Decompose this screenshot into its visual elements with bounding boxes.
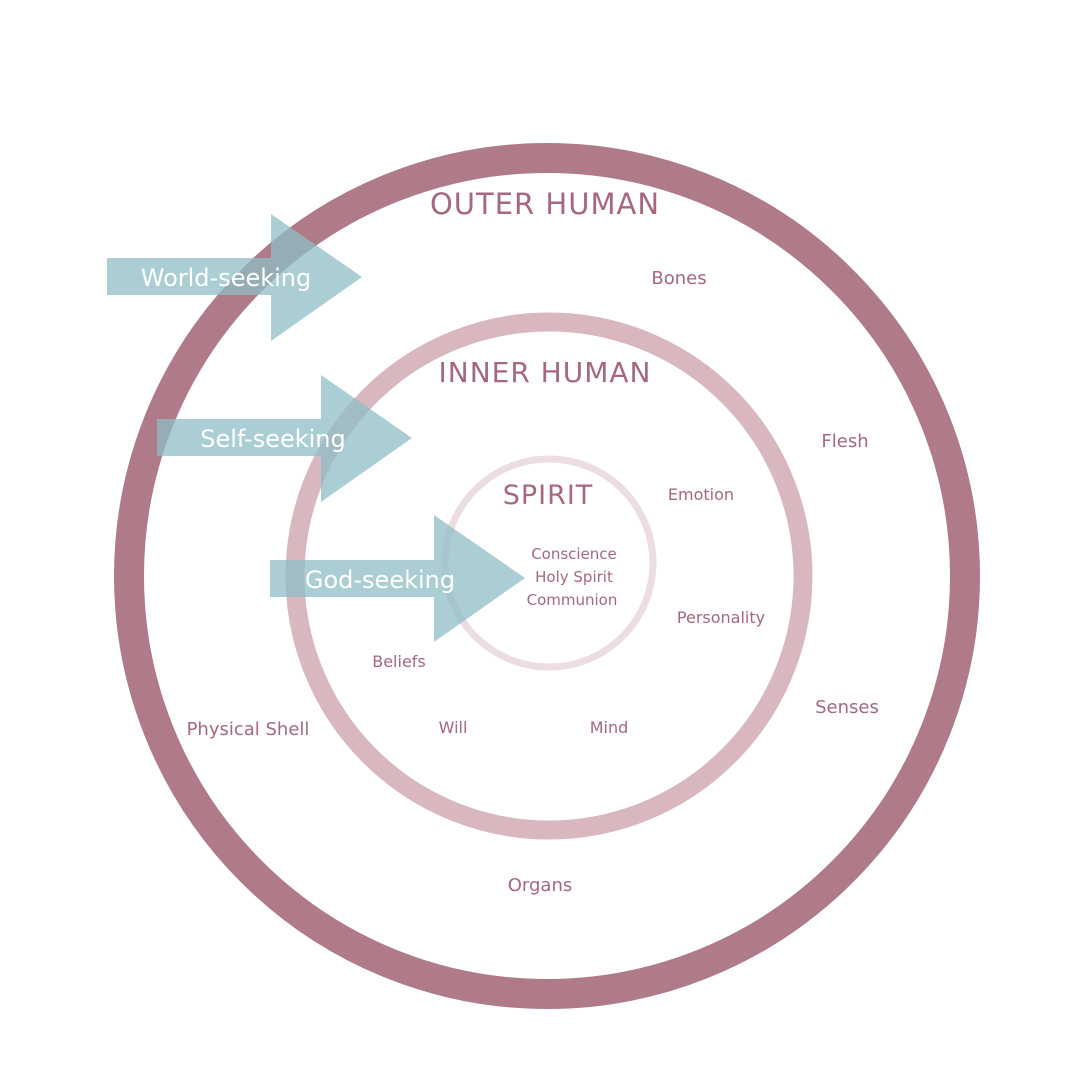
outer-item-flesh: Flesh bbox=[821, 431, 868, 452]
outer-item-physical-shell: Physical Shell bbox=[187, 719, 310, 740]
inner-item-beliefs: Beliefs bbox=[372, 652, 426, 671]
outer-item-senses: Senses bbox=[815, 697, 879, 718]
inner-item-will: Will bbox=[439, 718, 468, 737]
spirit-item-holy-spirit: Holy Spirit bbox=[535, 568, 613, 586]
self-seeking-label: Self-seeking bbox=[200, 425, 346, 453]
outer-human-title: OUTER HUMAN bbox=[430, 187, 660, 221]
inner-item-mind: Mind bbox=[590, 718, 629, 737]
world-seeking-label: World-seeking bbox=[141, 264, 311, 292]
inner-item-personality: Personality bbox=[677, 608, 765, 627]
spirit-title: SPIRIT bbox=[503, 480, 594, 511]
spirit-item-communion: Communion bbox=[527, 591, 618, 609]
world-seeking-arrow bbox=[107, 214, 362, 341]
god-seeking-label: God-seeking bbox=[305, 566, 455, 594]
outer-human-ring bbox=[114, 143, 980, 1009]
inner-human-title: INNER HUMAN bbox=[438, 356, 651, 389]
inner-item-emotion: Emotion bbox=[668, 485, 734, 504]
outer-item-bones: Bones bbox=[651, 268, 706, 289]
outer-item-organs: Organs bbox=[508, 875, 573, 896]
spirit-item-conscience: Conscience bbox=[531, 545, 617, 563]
self-seeking-arrow bbox=[157, 375, 412, 502]
god-seeking-arrow bbox=[270, 515, 525, 642]
